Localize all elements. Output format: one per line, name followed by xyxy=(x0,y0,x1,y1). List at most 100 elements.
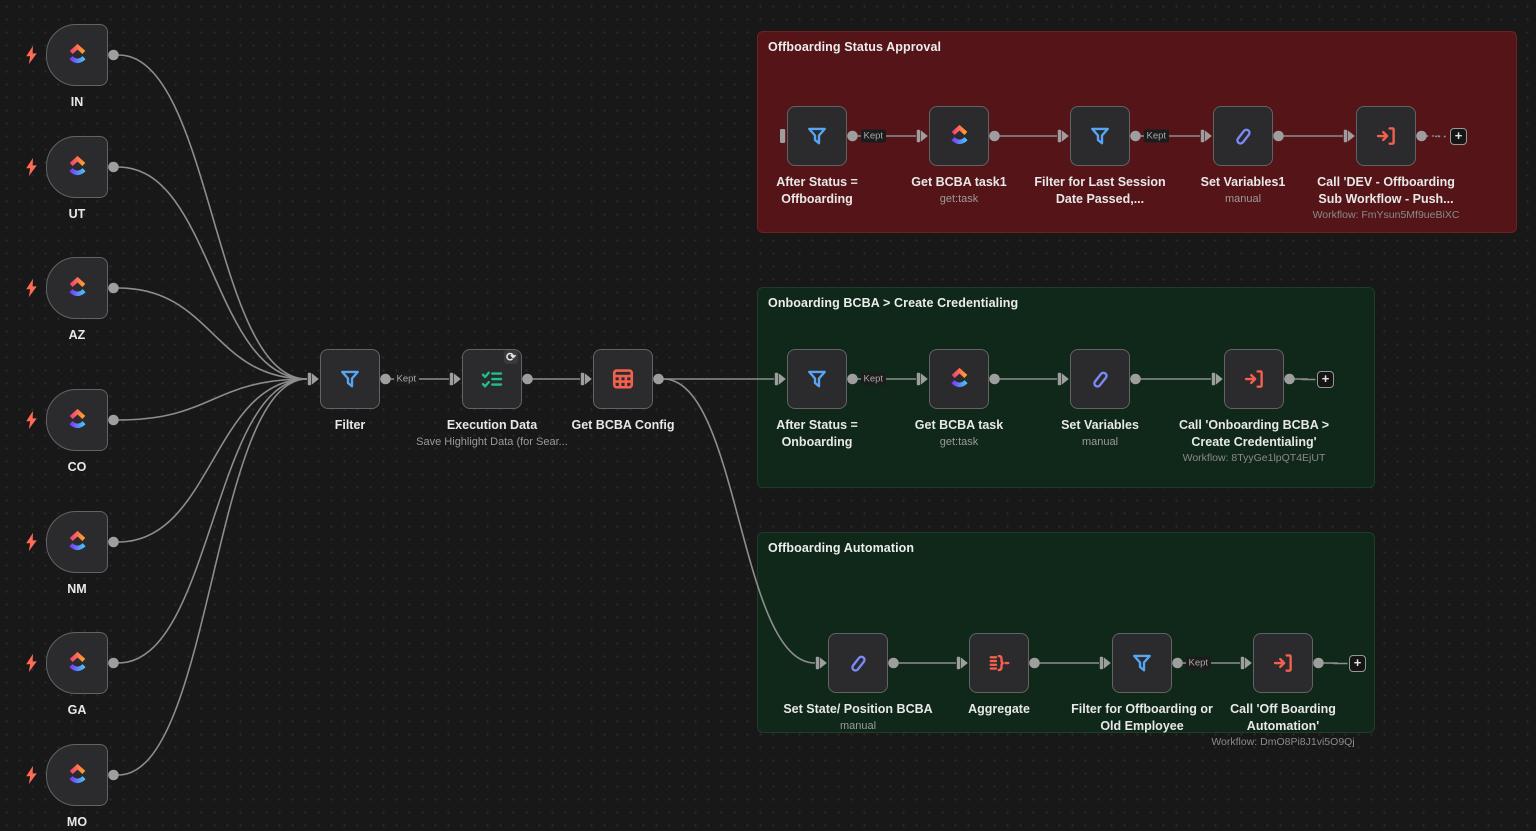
kept-badge: Kept xyxy=(860,129,887,143)
node-trigger-ga[interactable] xyxy=(26,632,108,694)
node-label-group: Get BCBA Config xyxy=(518,417,728,434)
node-after-status-offboarding[interactable] xyxy=(787,106,847,166)
output-port[interactable] xyxy=(108,769,119,781)
connection-line[interactable] xyxy=(118,378,308,664)
node-label: MO xyxy=(66,815,88,829)
node-aggregate[interactable] xyxy=(969,633,1029,693)
clickup-icon xyxy=(62,273,93,304)
call-icon xyxy=(1371,121,1401,151)
input-port-arrow-icon xyxy=(584,373,592,385)
node-label-group: GA xyxy=(0,702,182,719)
input-port[interactable] xyxy=(307,372,311,386)
table-icon xyxy=(608,364,638,394)
output-port[interactable] xyxy=(108,161,119,173)
filter-icon xyxy=(335,364,365,394)
output-port[interactable] xyxy=(380,373,391,385)
node-label-group: MO xyxy=(0,814,182,831)
clickup-icon xyxy=(62,40,93,71)
node-get-bcba-task[interactable] xyxy=(929,349,989,409)
output-port[interactable] xyxy=(108,657,119,669)
trigger-bolt-icon xyxy=(25,765,38,785)
clickup-icon xyxy=(62,405,93,436)
node-get-bcba-config[interactable] xyxy=(593,349,653,409)
node-filter-offboarding-old[interactable] xyxy=(1112,633,1172,693)
node-filter[interactable] xyxy=(320,349,380,409)
add-node-button[interactable]: + xyxy=(1450,128,1467,145)
output-port[interactable] xyxy=(108,49,119,61)
node-after-status-onboarding[interactable] xyxy=(787,349,847,409)
pen-icon xyxy=(1085,364,1115,394)
node-trigger-co[interactable] xyxy=(26,389,108,451)
node-label: Filter xyxy=(334,418,366,432)
node-call-off-boarding-automation[interactable] xyxy=(1253,633,1313,693)
filter-icon xyxy=(802,121,832,151)
output-port[interactable] xyxy=(653,373,664,385)
node-label: IN xyxy=(70,95,84,109)
trigger-bolt-icon xyxy=(25,653,38,673)
node-label-group: IN xyxy=(0,94,182,111)
input-port-arrow-icon xyxy=(453,373,461,385)
call-icon xyxy=(1268,648,1298,678)
node-workflow-id: Workflow: DmO8Pi8J1vi5O9Qj xyxy=(1211,736,1355,748)
filter-icon xyxy=(1127,648,1157,678)
clickup-icon xyxy=(62,527,93,558)
node-subtitle: Save Highlight Data (for Sear... xyxy=(416,435,568,448)
input-port-arrow-icon xyxy=(311,373,319,385)
node-label-group: CO xyxy=(0,459,182,476)
connection-line[interactable] xyxy=(118,287,308,380)
add-node-button[interactable]: + xyxy=(1317,371,1334,388)
output-port[interactable] xyxy=(108,414,119,426)
node-set-variables[interactable] xyxy=(1070,349,1130,409)
node-label-group: Filter xyxy=(245,417,455,434)
node-label: NM xyxy=(67,582,87,596)
node-set-state-position-bcba[interactable] xyxy=(828,633,888,693)
input-port[interactable] xyxy=(449,372,453,386)
connection-line[interactable] xyxy=(118,54,308,380)
filter-icon xyxy=(1085,121,1115,151)
node-get-bcba-task1[interactable] xyxy=(929,106,989,166)
node-label-group: NM xyxy=(0,581,182,598)
node-trigger-in[interactable] xyxy=(26,24,108,86)
sticky-title: Offboarding Status Approval xyxy=(768,40,942,54)
node-execution-data[interactable]: ⟳ xyxy=(462,349,522,409)
node-trigger-ut[interactable] xyxy=(26,136,108,198)
node-label-group: AZ xyxy=(0,327,182,344)
connection-line[interactable] xyxy=(118,166,308,380)
node-call-dev-offboarding[interactable] xyxy=(1356,106,1416,166)
kept-badge: Kept xyxy=(1143,129,1170,143)
node-trigger-mo[interactable] xyxy=(26,744,108,806)
clickup-icon xyxy=(62,760,93,791)
refresh-icon: ⟳ xyxy=(503,350,518,364)
sticky-title: Offboarding Automation xyxy=(768,541,915,555)
output-port[interactable] xyxy=(522,373,533,385)
add-node-button[interactable]: + xyxy=(1349,655,1366,672)
node-label-group: UT xyxy=(0,206,182,223)
node-call-onboarding-bcba[interactable] xyxy=(1224,349,1284,409)
clickup-icon xyxy=(62,648,93,679)
node-label: Execution Data xyxy=(446,418,538,432)
sticky-title: Onboarding BCBA > Create Credentialing xyxy=(768,296,1019,310)
trigger-bolt-icon xyxy=(25,410,38,430)
kept-badge: Kept xyxy=(393,372,420,386)
trigger-bolt-icon xyxy=(25,532,38,552)
node-trigger-nm[interactable] xyxy=(26,511,108,573)
connection-line[interactable] xyxy=(118,378,308,776)
clickup-icon xyxy=(944,121,975,152)
node-label: Get BCBA Config xyxy=(571,418,675,432)
node-filter-last-session[interactable] xyxy=(1070,106,1130,166)
connection-line[interactable] xyxy=(118,378,308,543)
input-port[interactable] xyxy=(580,372,584,386)
clickup-icon xyxy=(944,364,975,395)
checklist-icon xyxy=(477,364,507,394)
connection-line[interactable] xyxy=(118,378,308,421)
node-label: AZ xyxy=(68,328,86,342)
node-set-variables1[interactable] xyxy=(1213,106,1273,166)
trigger-bolt-icon xyxy=(25,45,38,65)
kept-badge: Kept xyxy=(860,372,887,386)
output-port[interactable] xyxy=(108,536,119,548)
node-trigger-az[interactable] xyxy=(26,257,108,319)
pen-icon xyxy=(1228,121,1258,151)
output-port[interactable] xyxy=(108,282,119,294)
